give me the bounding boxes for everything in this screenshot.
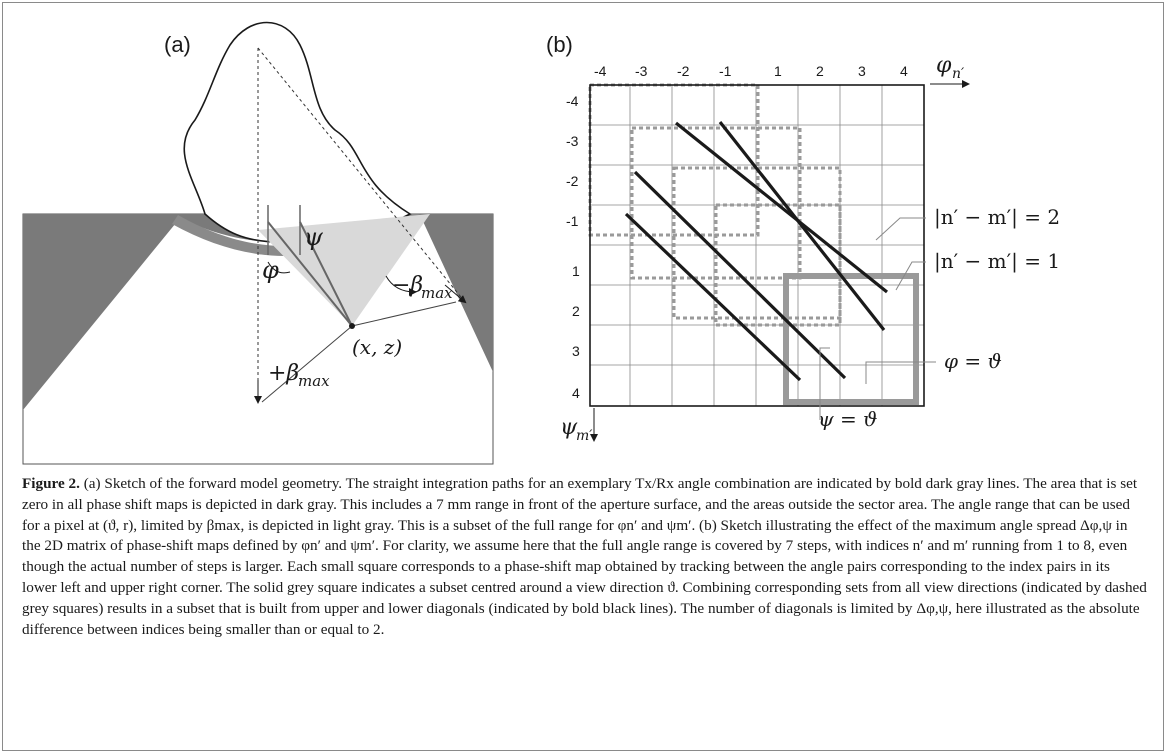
dashed-line-right	[257, 47, 466, 303]
zero-region	[23, 214, 493, 410]
aperture-band	[172, 214, 420, 256]
panel-a-label: (a)	[164, 32, 191, 57]
label-phi-theta: φ = ϑ	[944, 349, 1002, 373]
svg-text:-3: -3	[635, 63, 648, 79]
psi-label: ψ	[304, 223, 324, 251]
phi-label: φ	[262, 256, 279, 284]
svg-text:-2: -2	[677, 63, 690, 79]
svg-text:-1: -1	[566, 213, 579, 229]
angle-range-sector	[258, 214, 430, 326]
svg-text:3: 3	[572, 343, 580, 359]
pixel-point	[349, 323, 355, 329]
svg-text:-3: -3	[566, 133, 579, 149]
svg-text:3: 3	[858, 63, 866, 79]
beta-line-right	[351, 301, 457, 327]
label-diff-1: |n′ − m′| = 1	[934, 249, 1060, 274]
svg-text:n′: n′	[952, 66, 965, 82]
figure-graphics: (a) φ ψ +β max −β max	[22, 21, 1060, 465]
diagonal-upper-2	[674, 121, 889, 294]
svg-text:m′: m′	[576, 428, 593, 444]
caption-text: (a) Sketch of the forward model geometry…	[22, 475, 1147, 638]
integration-path-2	[299, 221, 353, 327]
svg-text:ψ: ψ	[560, 415, 578, 440]
svg-text:+β: +β	[268, 361, 299, 386]
svg-text:-2: -2	[566, 173, 579, 189]
svg-text:2: 2	[816, 63, 824, 79]
svg-text:1: 1	[774, 63, 782, 79]
svg-text:max: max	[421, 284, 453, 302]
caption-label: Figure 2.	[22, 475, 80, 492]
row-ticks: -4 -3 -2 -1 1 2 3 4	[566, 93, 580, 401]
phi-arc	[267, 261, 291, 274]
svg-text:φ: φ	[936, 53, 952, 78]
column-ticks: -4 -3 -2 -1 1 2 3 4	[594, 63, 908, 79]
integration-path-1	[267, 221, 353, 327]
grid-lines	[590, 85, 924, 406]
plus-beta-label: +β max	[268, 361, 330, 390]
svg-text:−β: −β	[392, 273, 423, 298]
svg-text:4: 4	[572, 385, 580, 401]
svg-text:1: 1	[572, 263, 580, 279]
svg-text:2: 2	[572, 303, 580, 319]
leader-lines	[819, 217, 936, 420]
svg-text:-4: -4	[594, 63, 607, 79]
figure-caption: Figure 2. (a) Sketch of the forward mode…	[22, 474, 1148, 640]
column-axis-label: φ n′	[930, 53, 970, 88]
svg-text:max: max	[298, 372, 330, 390]
diagonal-upper-1b	[718, 121, 886, 331]
label-psi-theta: ψ = ϑ	[818, 407, 877, 431]
diagonal-lower-1	[633, 170, 847, 380]
minus-beta-label: −β max	[392, 273, 453, 302]
svg-text:4: 4	[900, 63, 908, 79]
svg-text:-1: -1	[719, 63, 732, 79]
point-label: (x, z)	[352, 335, 402, 359]
diagonals	[624, 121, 889, 382]
panel-a: (a) φ ψ +β max −β max	[22, 21, 494, 465]
minus-beta-arc	[385, 275, 417, 296]
label-diff-2: |n′ − m′| = 2	[934, 205, 1060, 230]
panel-b: (b)	[546, 32, 1060, 444]
panel-b-label: (b)	[546, 32, 573, 57]
row-axis-label: ψ m′	[560, 408, 598, 444]
beta-line-left	[261, 325, 353, 403]
minus-beta-arrow	[444, 284, 467, 304]
transducer-outline	[183, 21, 412, 243]
diagonal-lower-2	[624, 212, 802, 382]
matrix-frame	[589, 84, 925, 407]
view-direction-square	[783, 273, 919, 405]
svg-text:-4: -4	[566, 93, 579, 109]
